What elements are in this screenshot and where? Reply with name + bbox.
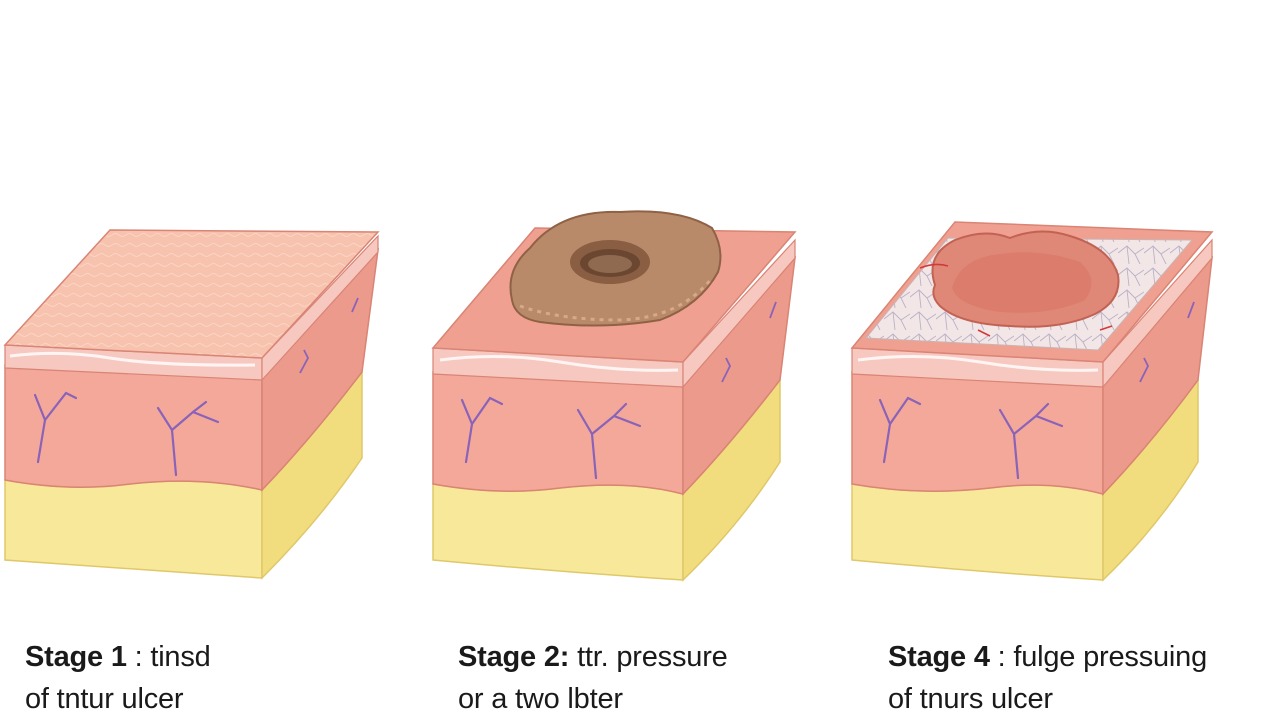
caption-stage-label: Stage 1 bbox=[25, 641, 127, 673]
dermis-front bbox=[4, 364, 263, 491]
caption-line-1-rest: : fulge pressuing bbox=[989, 641, 1208, 673]
skin-block-stage-2 bbox=[431, 210, 797, 582]
caption-stage-4: Stage 4 : fulge pressuing of tnurs ulcer bbox=[888, 636, 1207, 720]
blood-vessel bbox=[33, 391, 78, 464]
caption-stage-1: Stage 1 : tinsd of tntur ulcer bbox=[25, 636, 211, 720]
skin-surface-top bbox=[3, 229, 380, 359]
caption-line-1-rest: ttr. pressure bbox=[569, 641, 728, 673]
skin-block-stage-4 bbox=[850, 221, 1214, 582]
caption-stage-2: Stage 2: ttr. pressure or a two lbter bbox=[458, 636, 728, 720]
caption-line-2: of tnurs ulcer bbox=[888, 683, 1053, 715]
blood-vessel bbox=[576, 402, 642, 480]
caption-line-2: of tntur ulcer bbox=[25, 683, 184, 715]
blood-vessel bbox=[998, 402, 1064, 480]
dermis-side bbox=[682, 255, 797, 496]
fat-layer-front bbox=[851, 483, 1104, 581]
dermis-side bbox=[1102, 255, 1214, 496]
caption-stage-label: Stage 2: bbox=[458, 641, 570, 673]
dermis-front bbox=[432, 371, 684, 495]
blood-vessel bbox=[878, 396, 922, 464]
blood-vessel bbox=[460, 396, 504, 464]
skin-block-stage-1 bbox=[3, 229, 380, 580]
caption-line-1-rest: : tinsd bbox=[126, 641, 211, 673]
fat-layer-front bbox=[432, 483, 684, 581]
dermis-side bbox=[261, 247, 380, 492]
blood-vessel bbox=[156, 400, 220, 477]
fat-layer-front bbox=[4, 479, 263, 579]
caption-stage-label: Stage 4 bbox=[888, 641, 990, 673]
caption-line-2: or a two lbter bbox=[458, 683, 623, 715]
